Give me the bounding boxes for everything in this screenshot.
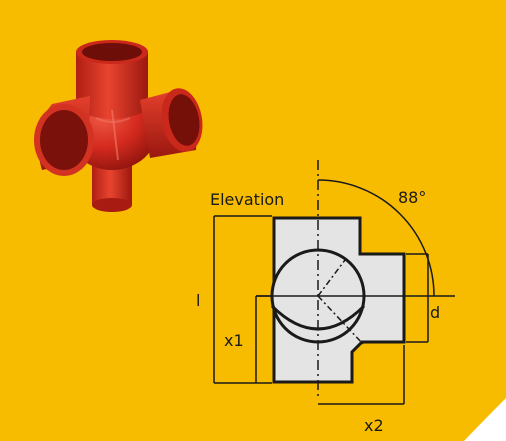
dimension-x1-label: x1 xyxy=(224,331,244,350)
view-label: Elevation xyxy=(210,190,284,209)
dimension-d-label: d xyxy=(430,303,440,322)
dimension-x2-label: x2 xyxy=(364,416,384,435)
angle-arc xyxy=(317,179,435,297)
dimension-l-label: l xyxy=(196,291,200,310)
elevation-drawing xyxy=(213,160,455,405)
pipe-cross-fitting-icon xyxy=(34,40,203,212)
angle-label: 88° xyxy=(398,188,426,207)
